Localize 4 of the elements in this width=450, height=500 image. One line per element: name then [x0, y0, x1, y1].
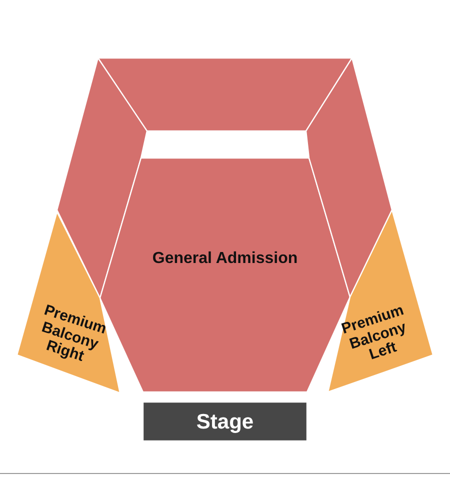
seating-section	[96, 57, 354, 132]
stage-label: Stage	[196, 410, 254, 434]
seating-section	[305, 56, 393, 299]
section-label: General Admission	[152, 250, 298, 268]
